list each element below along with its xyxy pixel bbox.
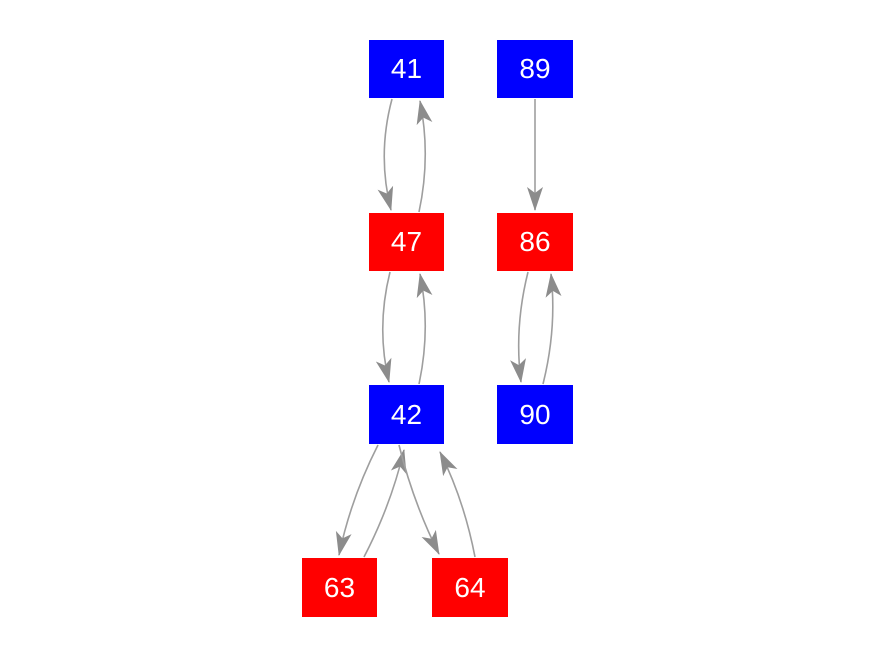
node-label-90: 90 — [519, 398, 551, 430]
node-label-42: 42 — [390, 398, 423, 430]
edge-47-42[interactable] — [375, 271, 392, 383]
node-41[interactable]: 41 — [369, 40, 444, 98]
node-42[interactable]: 42 — [369, 385, 444, 444]
node-label-41: 41 — [390, 53, 423, 84]
node-label-64: 64 — [454, 571, 486, 603]
node-90[interactable]: 90 — [497, 385, 573, 444]
edge-47-41[interactable] — [416, 100, 433, 213]
edge-42-47[interactable] — [416, 273, 433, 385]
edge-63-42[interactable] — [363, 449, 407, 558]
edge-42-64[interactable] — [398, 444, 440, 555]
node-89[interactable]: 89 — [497, 40, 573, 98]
node-64[interactable]: 64 — [432, 558, 508, 617]
edge-41-47[interactable] — [377, 98, 394, 211]
node-47[interactable]: 47 — [369, 213, 444, 271]
node-86[interactable]: 86 — [497, 213, 573, 271]
node-63[interactable]: 63 — [302, 558, 377, 617]
edge-86-90[interactable] — [510, 271, 529, 383]
edge-42-63[interactable] — [335, 444, 379, 556]
node-label-47: 47 — [390, 226, 423, 257]
node-label-89: 89 — [519, 53, 551, 84]
edge-64-42[interactable] — [439, 451, 476, 558]
node-label-63: 63 — [323, 571, 356, 603]
edge-90-86[interactable] — [542, 273, 562, 385]
node-label-86: 86 — [519, 226, 551, 257]
